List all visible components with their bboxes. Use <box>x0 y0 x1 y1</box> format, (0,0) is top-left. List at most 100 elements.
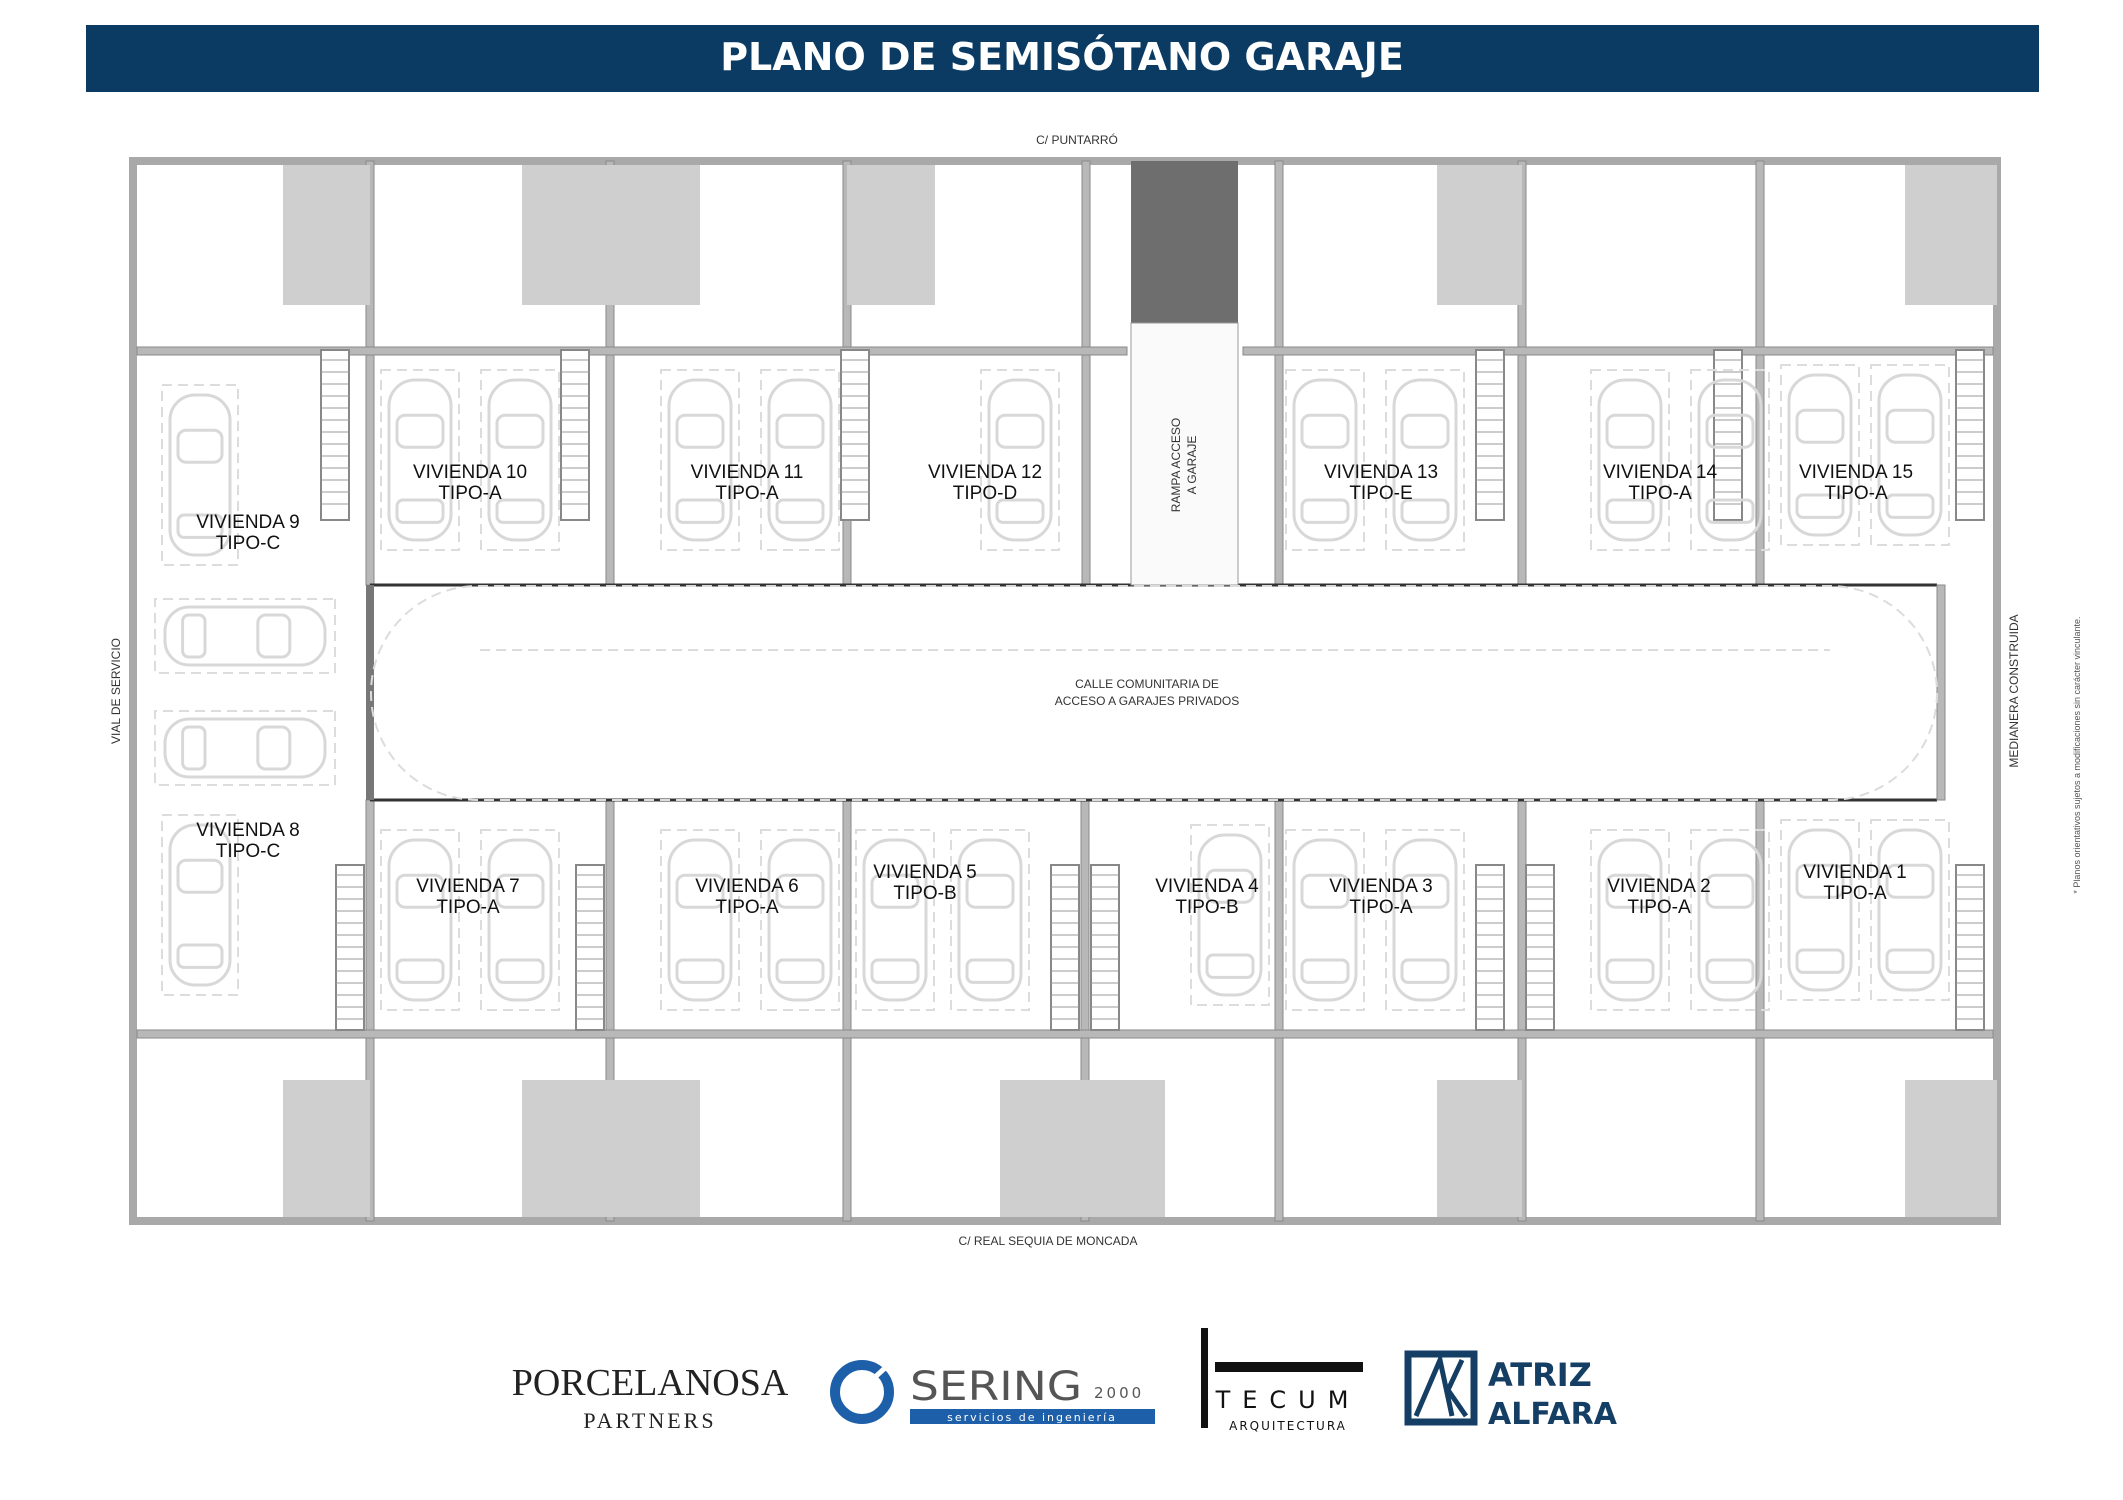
courtyard <box>1905 1080 1997 1217</box>
parking-space <box>1690 829 1770 1011</box>
staircase <box>560 349 590 521</box>
unit-type: TIPO-B <box>893 883 956 904</box>
car-windshield <box>775 873 825 909</box>
stair-outline <box>1475 349 1505 521</box>
unit-name: VIVIENDA 10 <box>413 462 527 483</box>
car-icon <box>1590 369 1670 551</box>
car-icon <box>760 369 840 551</box>
street-top-label: C/ PUNTARRÓ <box>1036 132 1118 147</box>
unit-type: TIPO-B <box>1175 897 1238 918</box>
car-windshield <box>395 413 445 449</box>
car-windshield <box>395 873 445 909</box>
staircase <box>575 864 605 1031</box>
car-windshield <box>675 413 725 449</box>
car-icon <box>1870 819 1950 1001</box>
parking-space <box>154 598 336 674</box>
car-rear-window <box>395 498 445 524</box>
parking-space <box>161 814 239 996</box>
parking-space <box>1590 829 1670 1011</box>
car-rear-window <box>1885 493 1935 519</box>
courtyard <box>283 1080 370 1217</box>
parking-space <box>855 829 935 1011</box>
staircase <box>320 349 350 521</box>
unit-name: VIVIENDA 3 <box>1329 876 1433 897</box>
car-windshield <box>1705 413 1755 449</box>
car-rear-window <box>675 498 725 524</box>
car-icon <box>1285 369 1365 551</box>
car-body <box>667 378 733 542</box>
party-wall <box>1081 160 1091 586</box>
logo-tecum: TECUM ARQUITECTURA <box>1201 1328 1363 1433</box>
car-icon <box>660 369 740 551</box>
car-rear-window <box>181 613 207 659</box>
car-windshield <box>995 413 1045 449</box>
car-windshield <box>675 873 725 909</box>
courtyard <box>1437 1080 1522 1217</box>
car-icon <box>1385 829 1465 1011</box>
stair-outline <box>560 349 590 521</box>
car-icon <box>1690 369 1770 551</box>
unit-name: VIVIENDA 12 <box>928 462 1042 483</box>
car-body <box>1787 373 1853 537</box>
car-rear-window <box>1605 498 1655 524</box>
car-windshield <box>1400 873 1450 909</box>
car-body <box>1392 378 1458 542</box>
car-body <box>987 378 1053 542</box>
party-wall <box>1274 799 1284 1222</box>
car-rear-window <box>495 498 545 524</box>
unit-type: TIPO-A <box>1627 897 1691 918</box>
car-windshield <box>495 413 545 449</box>
car-icon <box>855 829 935 1011</box>
car-rear-window <box>675 958 725 984</box>
porcelanosa-text: PORCELANOSA <box>512 1362 789 1404</box>
car-icon <box>660 829 740 1011</box>
garage-rear-wall <box>136 346 1128 356</box>
car-icon <box>161 814 239 996</box>
party-wall <box>1274 160 1284 586</box>
car-rear-window <box>775 958 825 984</box>
unit-type: TIPO-A <box>1823 883 1887 904</box>
garage-rear-wall <box>136 1029 1994 1039</box>
staircase <box>840 349 870 521</box>
staircase <box>1713 349 1743 521</box>
tecum-text: TECUM <box>1215 1386 1361 1414</box>
car-body <box>1697 838 1763 1002</box>
car-icon <box>760 829 840 1011</box>
car-body <box>1597 838 1663 1002</box>
car-windshield <box>1885 408 1935 444</box>
car-rear-window <box>1400 958 1450 984</box>
car-body <box>1787 828 1853 992</box>
unit-type: TIPO-C <box>216 841 280 862</box>
car-rear-window <box>995 498 1045 524</box>
car-windshield <box>1300 413 1350 449</box>
parking-space <box>660 369 740 551</box>
car-windshield <box>1795 408 1845 444</box>
car-icon <box>480 369 560 551</box>
unit-type: TIPO-A <box>1824 483 1888 504</box>
car-icon <box>380 369 460 551</box>
car-windshield <box>256 725 292 771</box>
parking-space <box>480 369 560 551</box>
car-body <box>1197 833 1263 997</box>
car-body <box>1392 838 1458 1002</box>
disclaimer: * Planos orientativos sujetos a modifica… <box>2072 616 2082 893</box>
parking-space <box>1590 369 1670 551</box>
street-bottom-label: C/ REAL SEQUIA DE MONCADA <box>959 1234 1138 1248</box>
parking-space <box>1190 824 1270 1006</box>
car-windshield <box>1885 863 1935 899</box>
party-wall <box>842 799 852 1222</box>
car-windshield <box>1400 413 1450 449</box>
staircase <box>1525 864 1555 1031</box>
car-body <box>487 378 553 542</box>
unit-type: TIPO-D <box>953 483 1017 504</box>
car-icon <box>154 710 336 786</box>
car-rear-window <box>1205 953 1255 979</box>
car-windshield <box>1300 873 1350 909</box>
